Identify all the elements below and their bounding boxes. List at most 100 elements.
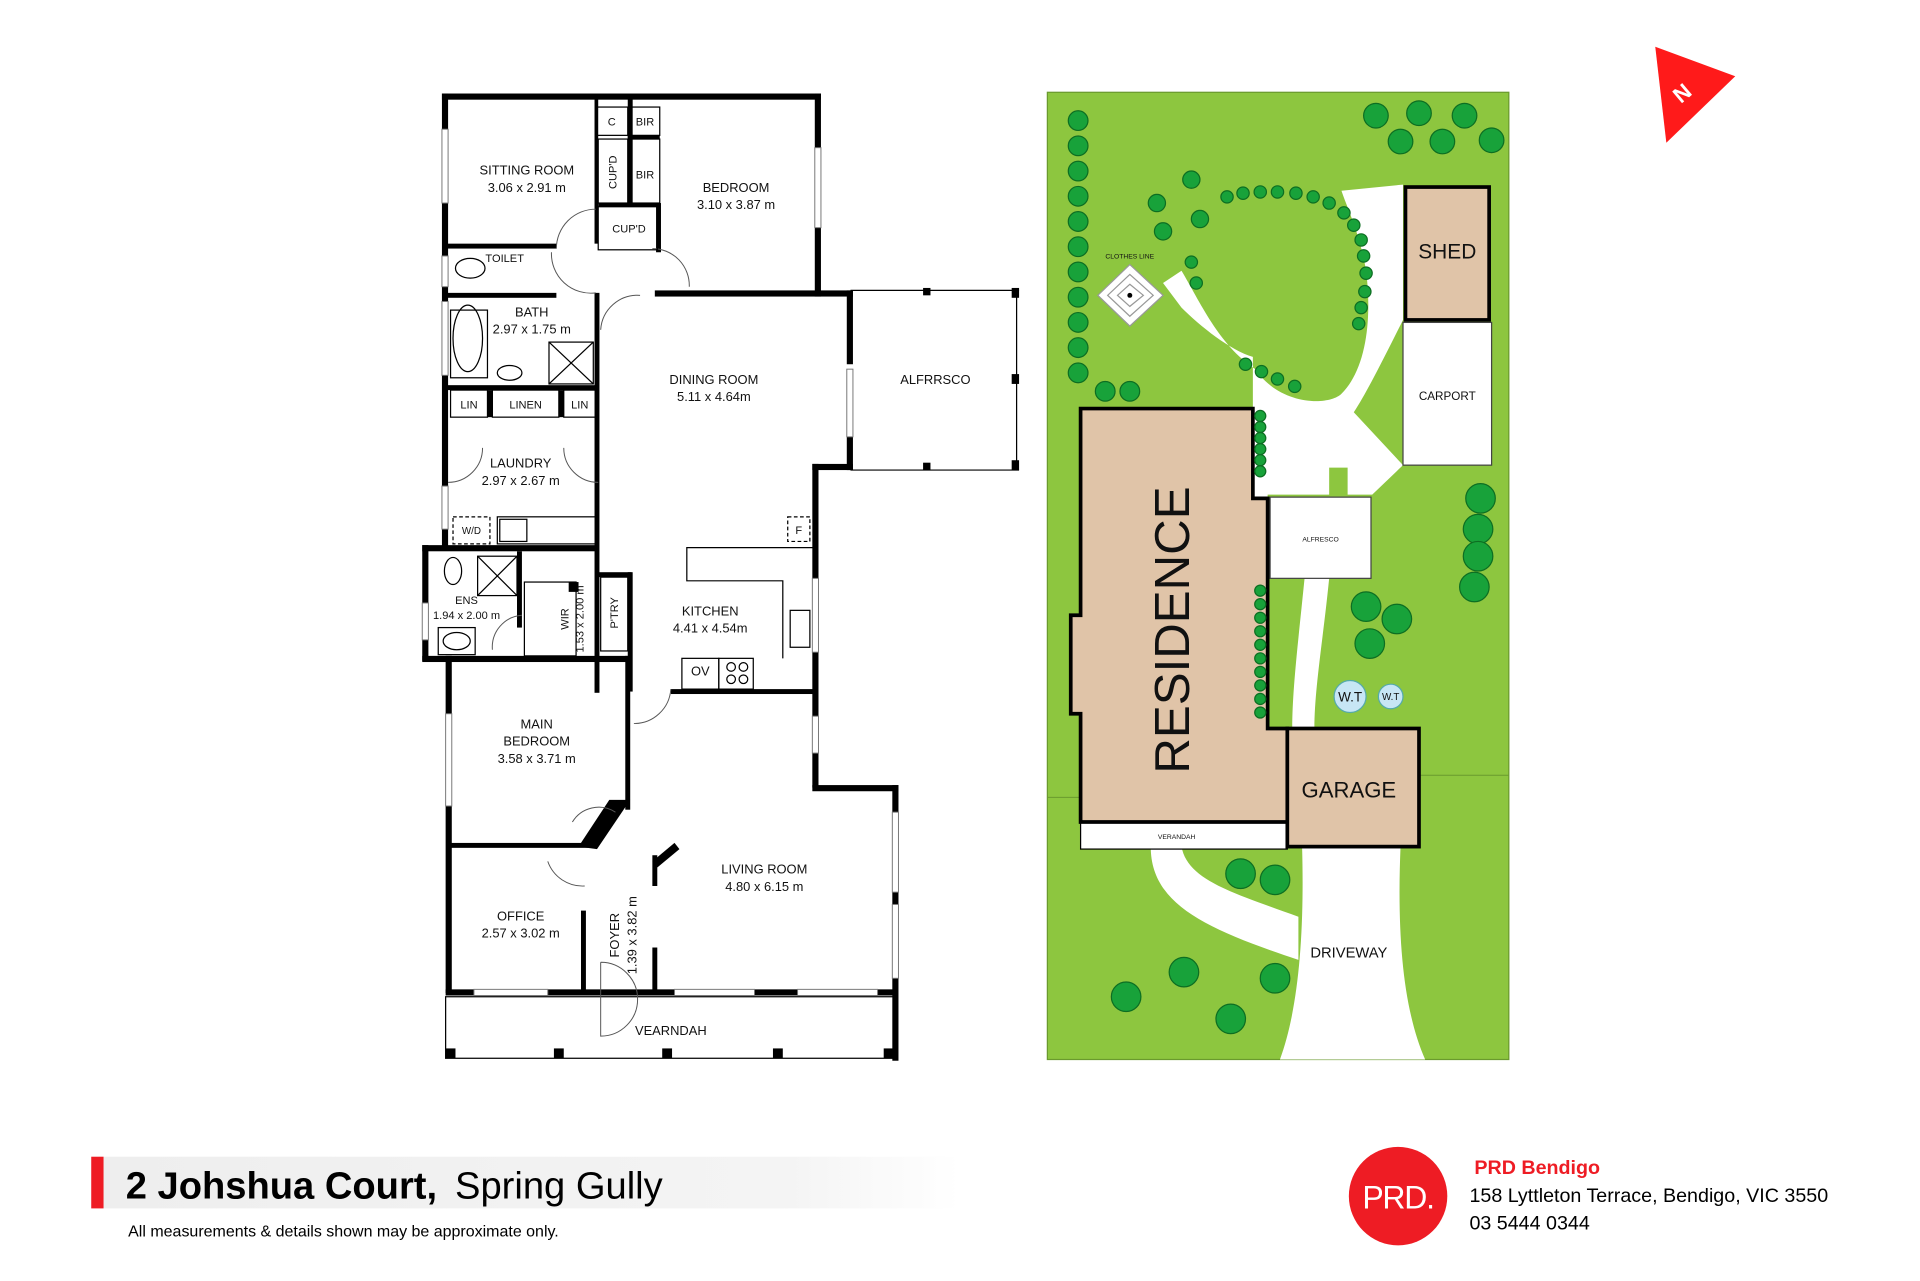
agency-name: PRD Bendigo	[1474, 1157, 1600, 1179]
tree-icon	[1067, 286, 1089, 308]
room-name: P'TRY	[609, 596, 621, 628]
tree-icon	[1354, 628, 1386, 659]
room-size: 3.06 x 2.91 m	[488, 180, 566, 195]
tree-icon	[1254, 679, 1267, 692]
tree-icon	[1067, 110, 1089, 132]
tree-icon	[1458, 571, 1490, 603]
tree-icon	[1254, 465, 1267, 478]
tree-icon	[1110, 981, 1142, 1013]
carport	[1402, 321, 1493, 466]
verandah-site	[1079, 822, 1288, 850]
tree-icon	[1067, 236, 1089, 258]
tree-icon	[1236, 186, 1250, 200]
closet-label: BIR	[636, 169, 654, 181]
windows	[421, 128, 899, 997]
tree-icon	[1406, 100, 1432, 127]
tree-icon	[1254, 442, 1267, 456]
agency-logo	[1348, 1146, 1448, 1246]
trees	[1067, 100, 1505, 1035]
tree-icon	[1306, 190, 1320, 204]
room-name: LAUNDRY	[490, 456, 552, 471]
closet-label: LINEN	[509, 400, 542, 412]
tree-icon	[1270, 372, 1285, 386]
tree-icon	[1067, 261, 1089, 283]
tree-icon	[1189, 276, 1204, 290]
site-plan: RESIDENCE VERANDAH GARAGE SHED CARPORT A…	[1046, 91, 1510, 1061]
toilet-icon	[454, 257, 486, 279]
tree-icon	[1254, 692, 1267, 706]
tree-icon	[1067, 211, 1089, 232]
water-tank-label: W.T	[1338, 689, 1362, 704]
tree-icon	[1478, 127, 1505, 154]
tree-icon	[1259, 962, 1291, 994]
tree-icon	[1358, 284, 1372, 299]
address-title: 2 Johshua Court, Spring Gully	[126, 1165, 663, 1208]
room-labels: SITTING ROOM 3.06 x 2.91 m BEDROOM 3.10 …	[433, 117, 970, 1038]
tree-icon	[1067, 185, 1089, 207]
address-suburb: Spring Gully	[455, 1165, 663, 1208]
tree-icon	[1168, 956, 1200, 988]
room-size: 1.39 x 3.82 m	[624, 896, 639, 974]
room-name: SITTING ROOM	[480, 163, 575, 178]
floor-plan: SITTING ROOM 3.06 x 2.91 m BEDROOM 3.10 …	[421, 93, 1020, 1061]
room-name: TOILET	[485, 253, 524, 265]
closet-label: BIR	[636, 117, 654, 129]
appliance-label: W/D	[462, 526, 481, 537]
garage-label: GARAGE	[1302, 777, 1397, 802]
room-name: MAIN	[521, 716, 553, 731]
tree-icon	[1254, 625, 1267, 638]
tree-icon	[1270, 185, 1285, 199]
room-size: 1.94 x 2.00 m	[433, 610, 500, 622]
tree-icon	[1337, 206, 1351, 220]
room-name: OFFICE	[497, 908, 545, 923]
shed	[1403, 185, 1491, 322]
tree-icon	[1363, 102, 1389, 129]
tree-icon	[1220, 190, 1234, 204]
bathtub-icon	[452, 304, 484, 373]
tree-icon	[1182, 170, 1201, 189]
alfresco-label: ALFRESCO	[1302, 536, 1338, 543]
room-size: 4.80 x 6.15 m	[725, 879, 803, 894]
agency-address: 158 Lyttleton Terrace, Bendigo, VIC 3550	[1469, 1185, 1828, 1207]
tree-icon	[1254, 706, 1267, 719]
alfresco-site	[1269, 496, 1372, 579]
appliance-label: F	[795, 525, 802, 537]
carport-label: CARPORT	[1419, 390, 1476, 403]
walls	[422, 93, 899, 1061]
clothes-line-label: CLOTHES LINE	[1105, 253, 1154, 260]
residence-label: RESIDENCE	[1145, 486, 1200, 773]
tree-icon	[1429, 128, 1456, 155]
tree-icon	[1351, 316, 1366, 331]
room-name: BEDROOM	[703, 180, 770, 195]
tree-icon	[1254, 454, 1267, 467]
tree-icon	[1259, 864, 1291, 896]
accent-bar	[91, 1156, 104, 1209]
room-name: VEARNDAH	[635, 1023, 707, 1038]
sink-icon	[789, 609, 811, 648]
tree-icon	[1289, 186, 1303, 200]
tree-icon	[1254, 665, 1267, 679]
tree-icon	[1354, 300, 1368, 315]
room-name: ENS	[455, 595, 478, 607]
tree-icon	[1254, 598, 1267, 611]
footer: 2 Johshua Court, Spring Gully All measur…	[91, 1146, 1828, 1246]
room-name: WIR	[560, 608, 572, 630]
basin-icon	[442, 631, 471, 651]
room-size: 2.97 x 2.67 m	[482, 473, 560, 488]
room-name: LIVING ROOM	[721, 862, 807, 877]
tree-icon	[1067, 135, 1089, 157]
room-name: ALFRRSCO	[900, 372, 970, 387]
tree-icon	[1254, 611, 1267, 624]
room-name: BEDROOM	[503, 734, 570, 749]
room-size: 3.10 x 3.87 m	[697, 197, 775, 212]
agency-phone: 03 5444 0344	[1469, 1212, 1589, 1234]
tree-icon	[1254, 584, 1267, 597]
tree-icon	[1254, 638, 1267, 651]
room-size: 4.41 x 4.54m	[673, 621, 748, 636]
room-size: 3.58 x 3.71 m	[498, 751, 576, 766]
tree-icon	[1067, 362, 1089, 384]
closet-label: LIN	[571, 400, 588, 412]
tree-icon	[1350, 591, 1382, 623]
room-name: FOYER	[607, 913, 622, 957]
